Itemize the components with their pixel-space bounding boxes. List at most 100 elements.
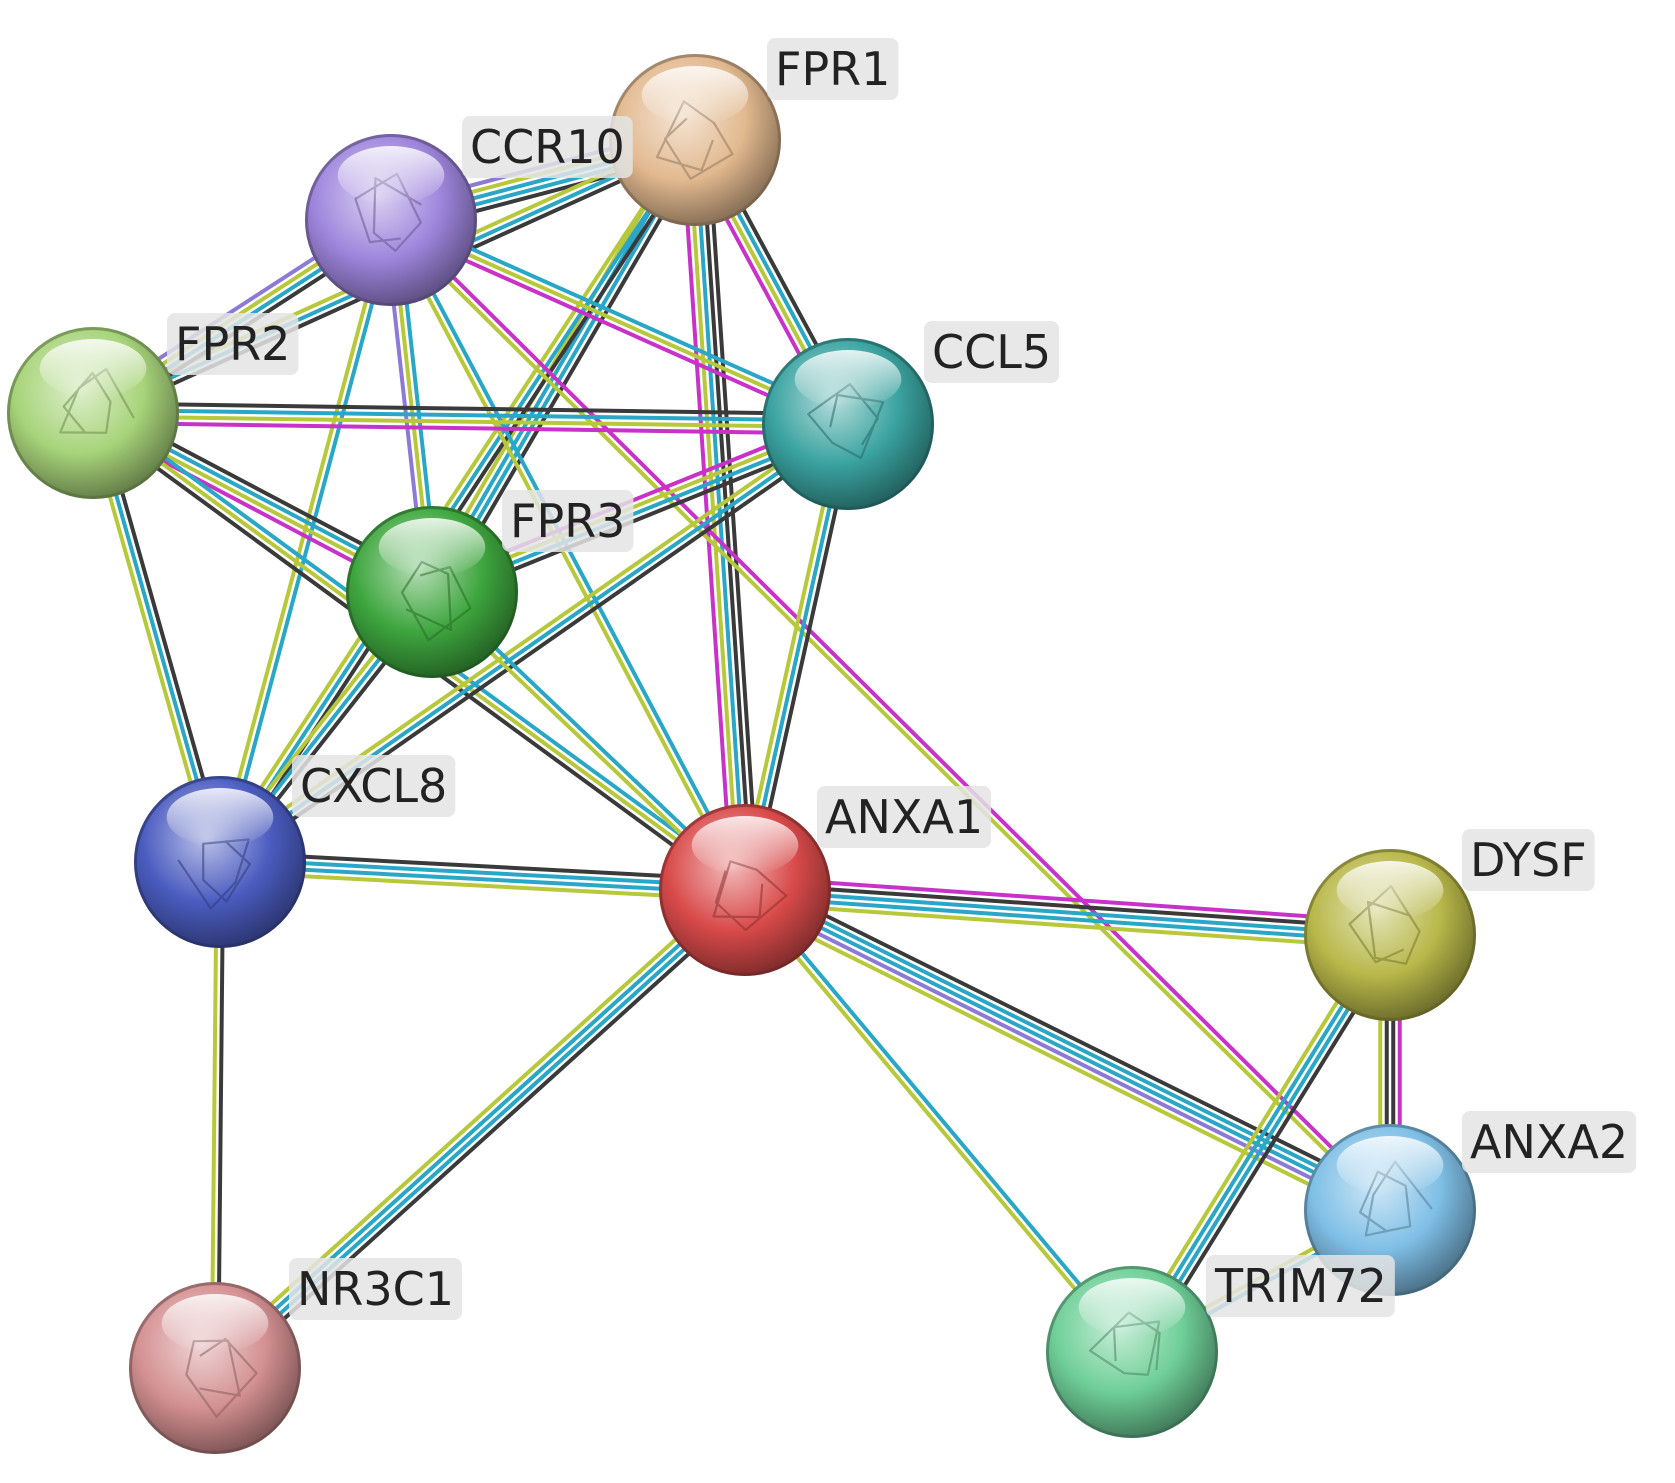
node-label-background [1206,1255,1395,1317]
node-label-background [1462,1111,1637,1173]
edge-line-cyan [745,885,1137,1352]
node-anxa2[interactable] [1304,1124,1476,1296]
node-label-text: FPR2 [175,317,290,371]
edge-line-black [438,142,706,599]
edge-line-cyan [221,218,397,865]
node-highlight [1336,1136,1444,1195]
node-label-anxa1: ANXA1 [817,786,992,848]
node-cxcl8[interactable] [134,776,306,948]
node-label-background [167,313,299,375]
edge-line-cyan [218,138,697,864]
edge-line-olive [742,900,1392,950]
node-highlight [641,66,749,125]
node-label-anxa2: ANXA2 [1462,1111,1637,1173]
node-label-text: FPR3 [510,494,625,548]
node-label-background [462,116,633,178]
node-label-ccl5: CCL5 [924,321,1060,383]
node-label-background [924,321,1060,383]
edge-line-black [218,850,748,883]
node-highlight [39,339,147,398]
edge-line-cyan [218,856,748,889]
nodes-layer [7,54,1476,1454]
node-fpr1[interactable] [609,54,781,226]
edge-line-cyan [745,882,1395,1207]
node-label-trim72: TRIM72 [1206,1255,1395,1317]
node-label-text: DYSF [1470,833,1587,887]
node-label-background [817,786,992,848]
node-label-text: CXCL8 [300,759,447,813]
node-label-background [1462,829,1595,891]
node-outline [762,338,934,510]
edge-ccr10-cxcl8 [214,217,397,865]
node-highlight [337,146,445,205]
node-highlight [1336,861,1444,920]
edge-line-magenta [391,215,1395,1210]
node-ccl5[interactable] [762,338,934,510]
node-label-ccr10: CCR10 [462,116,633,178]
edge-line-olive [386,219,745,894]
node-highlight [166,788,274,847]
edge-line-olive [212,134,692,861]
node-highlight [378,518,486,577]
node-label-nr3c1: NR3C1 [289,1258,463,1320]
node-label-background [289,1258,463,1320]
node-highlight [691,816,799,875]
node-label-text: FPR1 [775,42,890,96]
edge-line-black [743,881,1393,931]
edge-anxa1-trim72 [740,885,1137,1357]
node-outline [129,1282,301,1454]
node-outline [7,327,179,499]
node-label-text: CCR10 [470,120,625,174]
edge-line-black [91,401,851,417]
protein-structure-icon [1348,884,1421,965]
node-fpr2[interactable] [7,327,179,499]
node-nr3c1[interactable] [129,1282,301,1454]
node-highlight [794,350,902,409]
node-label-text: ANXA2 [1470,1115,1628,1169]
node-ccr10[interactable] [305,134,477,306]
edge-line-cyan [217,863,747,896]
node-outline [1304,849,1476,1021]
edge-line-olive [386,220,1390,1215]
node-outline [134,776,306,948]
node-label-background [767,38,899,100]
edge-line-cyan [391,216,750,891]
node-outline [659,804,831,976]
protein-structure-icon [185,1337,258,1418]
edge-line-black [748,876,1398,1201]
node-label-background [502,490,634,552]
protein-structure-icon [400,560,472,642]
node-label-fpr2: FPR2 [167,313,299,375]
edge-ccr10-anxa1 [386,216,750,894]
edge-line-olive [214,217,390,864]
edge-line-olive [206,880,741,1363]
node-label-text: ANXA1 [825,790,983,844]
node-anxa1[interactable] [659,804,831,976]
node-fpr3[interactable] [346,506,518,678]
node-label-cxcl8: CXCL8 [292,755,456,817]
edge-line-olive [740,890,1132,1357]
node-dysf[interactable] [1304,849,1476,1021]
node-label-text: NR3C1 [297,1262,454,1316]
edge-line-cyan [91,407,851,423]
edge-line-magenta [743,875,1393,925]
node-highlight [161,1294,269,1353]
edge-line-lavender [740,893,1390,1218]
edge-cxcl8-anxa1 [217,850,748,902]
node-outline [305,134,477,306]
node-label-text: CCL5 [932,325,1051,379]
node-highlight [1078,1278,1186,1337]
edge-fpr2-ccl5 [90,401,851,436]
node-label-dysf: DYSF [1462,829,1595,891]
node-label-fpr1: FPR1 [767,38,899,100]
node-outline [346,506,518,678]
edge-line-cyan [742,894,1392,944]
edge-line-cyan [743,888,1392,1212]
edge-line-magenta [90,420,850,436]
protein-structure-icon [655,100,734,180]
edge-line-olive [217,869,747,902]
edge-ccr10-anxa2 [386,215,1395,1215]
edge-anxa1-dysf [742,875,1393,950]
node-trim72[interactable] [1046,1266,1218,1438]
